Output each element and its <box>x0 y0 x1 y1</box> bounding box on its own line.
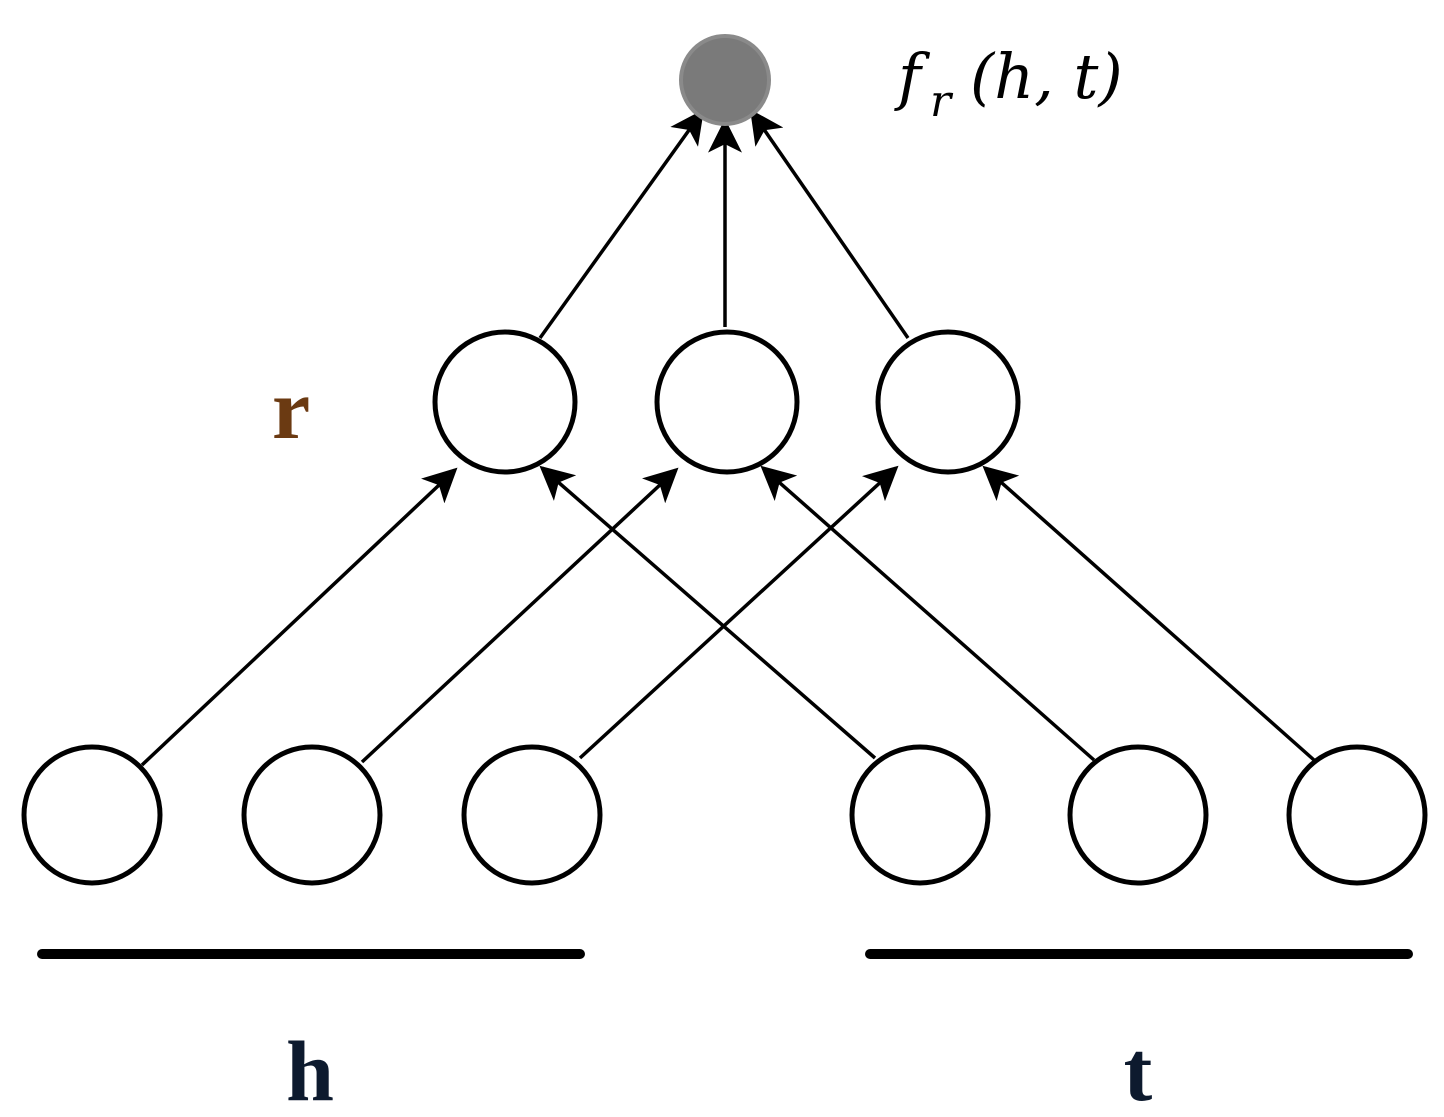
relation-node <box>654 329 800 475</box>
output-label-fn: f <box>894 40 931 113</box>
edge-h1-r1 <box>140 467 458 767</box>
output-label-args: (h, t) <box>970 40 1123 113</box>
head-node <box>461 744 603 886</box>
relation-to-output-edges <box>538 109 910 340</box>
relation-node <box>875 329 1021 475</box>
output-node <box>679 34 771 126</box>
edge-t1-r1 <box>539 465 877 760</box>
output-label: f r (h, t) <box>894 40 1123 127</box>
relation-label: r <box>272 361 310 457</box>
relation-layer <box>432 329 1021 475</box>
tail-label: t <box>1124 1023 1153 1117</box>
input-to-relation-edges <box>140 465 1316 767</box>
tail-node <box>1067 744 1209 886</box>
edge-r1-out <box>538 109 704 340</box>
head-entity-nodes <box>21 744 603 886</box>
edge-t3-r3 <box>982 465 1316 762</box>
tail-entity-nodes <box>849 744 1428 886</box>
head-node <box>241 744 383 886</box>
tail-node <box>1286 744 1428 886</box>
edge-h3-r3 <box>578 465 899 760</box>
edge-h2-r2 <box>360 467 679 764</box>
edge-t2-r2 <box>760 465 1096 762</box>
output-label-sub: r <box>930 76 954 127</box>
edge-r3-out <box>750 109 910 339</box>
head-node <box>21 744 163 886</box>
relation-node <box>432 329 578 475</box>
tail-node <box>849 744 991 886</box>
head-label: h <box>286 1023 334 1117</box>
